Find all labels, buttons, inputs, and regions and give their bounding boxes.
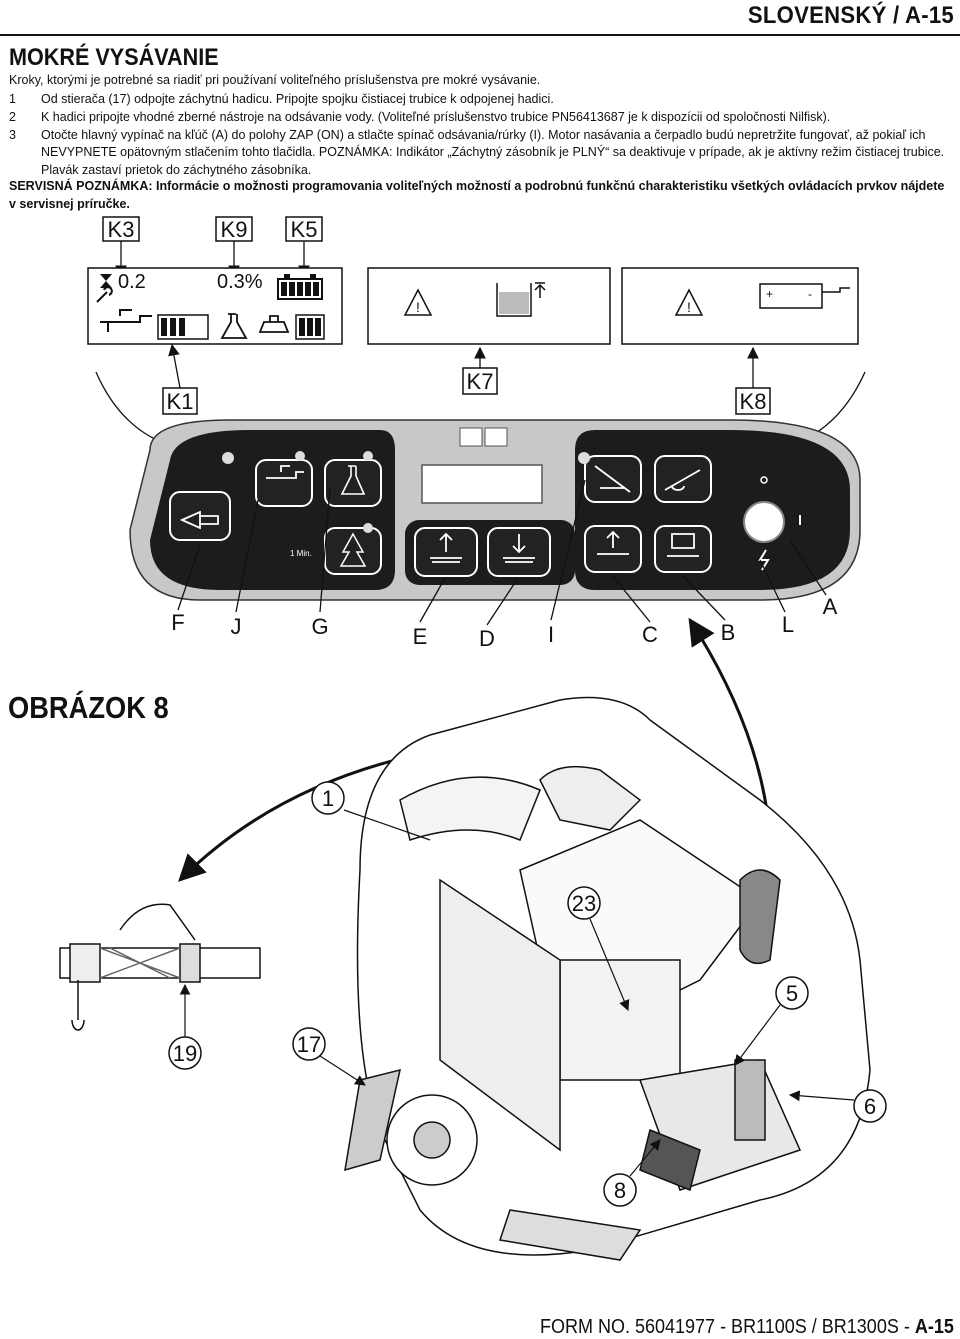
- step-number: 1: [9, 92, 16, 106]
- page-header-title: SLOVENSKÝ / A-15: [747, 2, 954, 29]
- warning-icon: [674, 288, 704, 316]
- wrench-icon: [96, 286, 113, 303]
- warning-icon: [403, 288, 433, 316]
- k9-box: [215, 216, 253, 242]
- label-j: J: [231, 614, 242, 639]
- scrub-brush-icon: [258, 315, 290, 333]
- recovery-tank-full-icon: [496, 283, 532, 317]
- label-k5: K5: [291, 217, 318, 242]
- panel-callouts: F J G E D I C B L A: [171, 479, 838, 651]
- brush-down-icon: [503, 534, 535, 563]
- detergent-flask-icon: [340, 465, 366, 495]
- hourglass-icon: [100, 274, 112, 288]
- lcd-value-right: 0.3%: [217, 271, 263, 293]
- battery-charge-icon: + -: [759, 283, 850, 309]
- tree-icon: [339, 532, 367, 567]
- detergent-button[interactable]: [324, 459, 382, 507]
- label-c: C: [642, 622, 658, 647]
- lcd-panel-right: ! + -: [621, 267, 859, 345]
- key-on-indicator: [760, 476, 768, 484]
- label-k1: K1: [167, 389, 194, 414]
- figure-title: OBRÁZOK 8: [8, 690, 169, 725]
- lcd-value-left: 0.2: [118, 271, 146, 293]
- horn-icon: [179, 510, 219, 530]
- one-min-label: 1 Min.: [290, 549, 312, 558]
- label-l: L: [782, 612, 794, 637]
- battery-icon: [277, 274, 323, 300]
- label-k3: K3: [108, 217, 135, 242]
- warning-decal-icon: [459, 427, 483, 447]
- section-intro: Kroky, ktorými je potrebné sa riadiť pri…: [9, 73, 541, 87]
- led-indicator: [295, 451, 305, 461]
- callout-19: 19: [173, 1041, 197, 1066]
- callout-5: 5: [786, 981, 798, 1006]
- led-indicator: [578, 452, 590, 464]
- hose-coupling-drawing: [59, 903, 261, 1031]
- label-k8: K8: [740, 389, 767, 414]
- step-item: 2 K hadici pripojte vhodné zberné nástro…: [9, 109, 954, 127]
- scrub-icon: [597, 530, 629, 555]
- arrow-up-icon: [534, 282, 546, 298]
- svg-text:-: -: [808, 287, 812, 301]
- callout-6: 6: [864, 1094, 876, 1119]
- k-label-group-bottom: K1 K7 K8: [95, 343, 866, 464]
- lcd-panel-middle: !: [367, 267, 611, 345]
- header-rule: [0, 34, 960, 36]
- pressure-icon: [667, 533, 699, 557]
- footer-form-number: FORM NO. 56041977 - BR1100S / BR1300S -: [540, 1316, 915, 1338]
- label-d: D: [479, 626, 495, 651]
- led-indicator: [363, 451, 373, 461]
- k-label-group-top: K3 K9 K5: [102, 216, 323, 278]
- water-level-gauge: [157, 314, 209, 340]
- step-text: Otočte hlavný vypínač na kľúč (A) do pol…: [41, 127, 945, 178]
- step-item: 1 Od stierača (17) odpojte záchytnú hadi…: [9, 91, 954, 109]
- svg-text:+: +: [766, 287, 773, 301]
- led-indicator: [222, 452, 234, 464]
- step-text: K hadici pripojte vhodné zberné nástroje…: [41, 109, 831, 124]
- label-f: F: [171, 610, 184, 635]
- label-k7: K7: [467, 369, 494, 394]
- vacuum-wand-icon: [594, 465, 631, 493]
- faucet-icon: [100, 309, 152, 332]
- key-switch[interactable]: [743, 501, 785, 543]
- label-k9: K9: [221, 217, 248, 242]
- seat-pressure-button[interactable]: [654, 525, 712, 573]
- label-g: G: [311, 614, 328, 639]
- callout-23: 23: [572, 891, 596, 916]
- faucet-icon: [266, 465, 304, 479]
- step-number: 3: [9, 127, 16, 142]
- part-callouts: 1 23 5 6 8 19 17: [168, 781, 887, 1207]
- right-button-cluster: [575, 430, 850, 590]
- squeegee-icon: [664, 469, 701, 491]
- led-indicator: [363, 523, 373, 533]
- panel-lcd-window: [421, 464, 543, 504]
- brush-pressure-gauge: [295, 314, 325, 340]
- step-number: 2: [9, 109, 16, 124]
- control-panel: 1 Min.: [129, 419, 861, 601]
- lightning-icon: [758, 549, 770, 571]
- scrub-on-button[interactable]: [584, 525, 642, 573]
- label-e: E: [413, 624, 428, 649]
- step-item: 3 Otočte hlavný vypínač na kľúč (A) do p…: [9, 127, 954, 180]
- callout-8: 8: [614, 1178, 626, 1203]
- detergent-flask-icon: [220, 313, 248, 339]
- brush-up-icon: [430, 532, 462, 563]
- label-b: B: [721, 620, 736, 645]
- callout-17: 17: [297, 1032, 321, 1057]
- service-note: SERVISNÁ POZNÁMKA: Informácie o možnosti…: [9, 179, 945, 211]
- svg-text:!: !: [687, 299, 691, 315]
- manual-decal-icon: [484, 427, 508, 447]
- svg-text:!: !: [416, 299, 420, 315]
- footer-page-number: A-15: [914, 1316, 954, 1338]
- lcd-panel-left: 0.2 0.3%: [87, 267, 343, 345]
- steps-list: 1 Od stierača (17) odpojte záchytnú hadi…: [9, 91, 954, 180]
- page-footer: FORM NO. 56041977 - BR1100S / BR1300S - …: [540, 1316, 954, 1339]
- label-a: A: [823, 594, 838, 619]
- section-title: MOKRÉ VYSÁVANIE: [9, 44, 219, 71]
- step-text: Od stierača (17) odpojte záchytnú hadicu…: [41, 92, 554, 106]
- label-i: I: [548, 622, 554, 647]
- callout-1: 1: [322, 786, 334, 811]
